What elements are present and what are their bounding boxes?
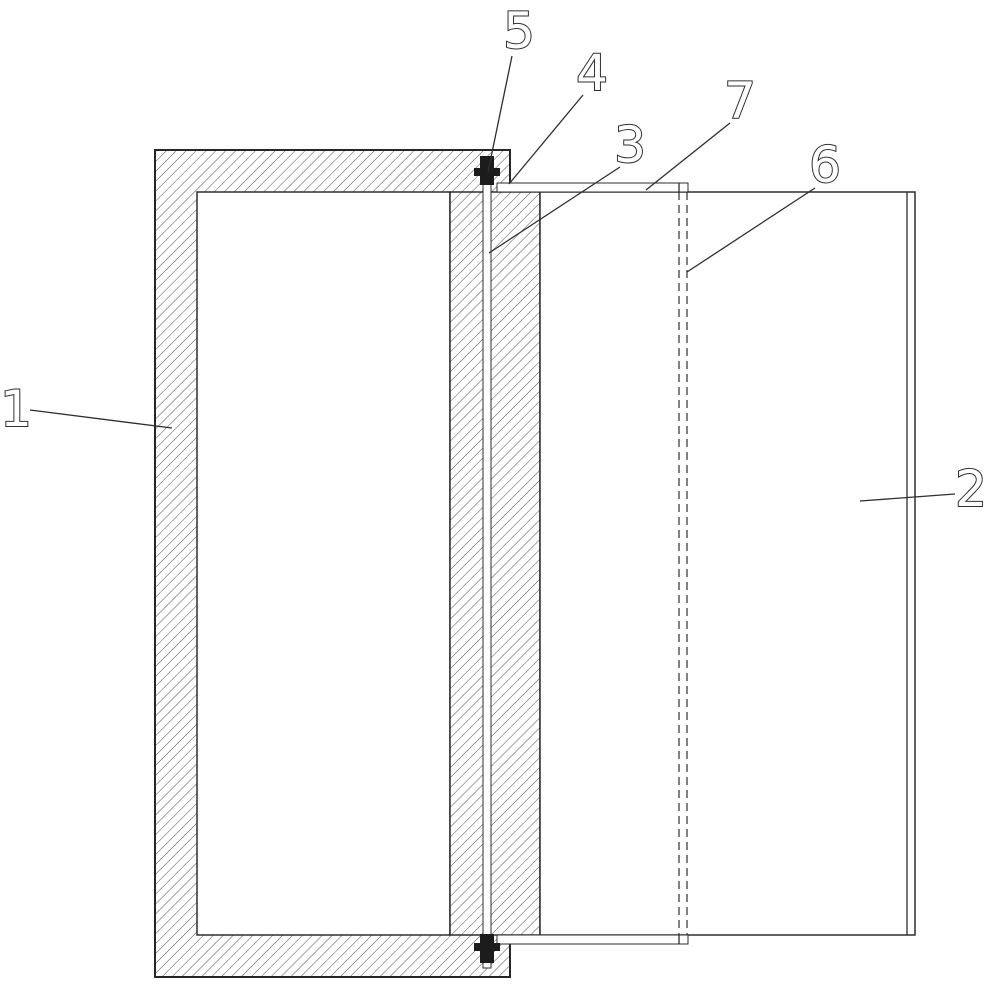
callout-6-label: 6 xyxy=(809,136,841,194)
callout-7-leader xyxy=(645,122,731,191)
callout-5-label: 5 xyxy=(503,2,535,60)
bottom-bolt-nut xyxy=(480,951,494,963)
rod xyxy=(482,159,492,969)
top-bolt-flange xyxy=(474,168,500,176)
callout-3-leader xyxy=(488,166,621,254)
bottom-bolt-washer xyxy=(480,934,494,943)
callout-5-leader xyxy=(487,55,513,173)
callout-7-label: 7 xyxy=(724,72,756,130)
callout-4-leader xyxy=(508,94,584,185)
callout-6-leader xyxy=(686,187,816,273)
callout-1-label: 1 xyxy=(0,380,32,438)
frame-opening xyxy=(196,191,451,936)
callout-1-leader xyxy=(29,409,173,429)
top-bolt-washer xyxy=(480,176,494,185)
right-panel xyxy=(539,191,916,936)
top-bolt-nut xyxy=(480,156,494,168)
callout-3-label: 3 xyxy=(614,116,646,174)
top-strip xyxy=(496,182,689,193)
center-bar xyxy=(449,191,541,936)
callout-2-leader xyxy=(859,493,956,502)
bottom-bolt-flange xyxy=(474,943,500,951)
bottom-strip xyxy=(496,934,689,945)
callout-4-label: 4 xyxy=(576,44,608,102)
callout-2-label: 2 xyxy=(955,460,987,518)
